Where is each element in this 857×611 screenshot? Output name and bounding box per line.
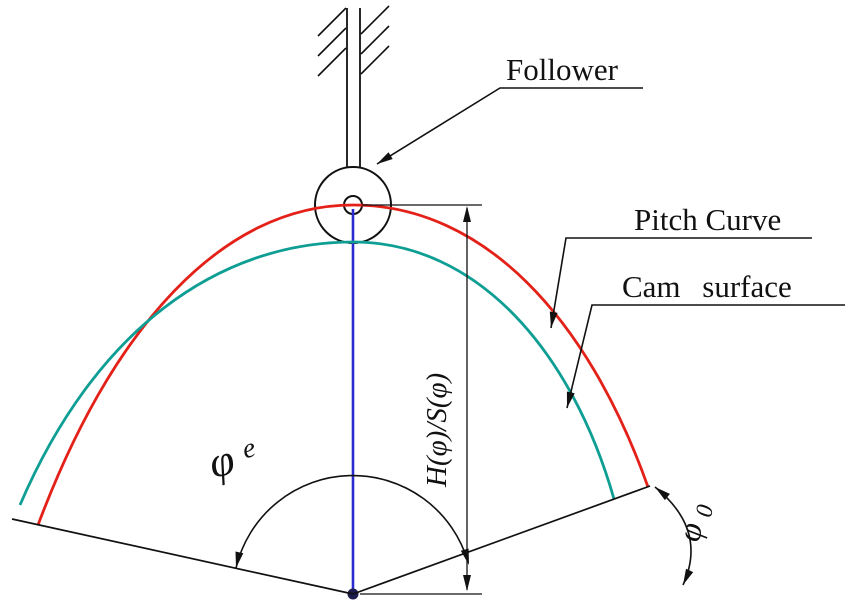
phi-e-arc-arrow-left-icon <box>235 551 244 568</box>
phi-e-subscript: e <box>239 432 258 465</box>
phi-zero-symbol: φ <box>672 520 711 545</box>
guide-hatching-icon <box>317 5 390 77</box>
phi-e-arc-arrow-right-icon <box>460 548 469 565</box>
phi-zero-label: φ 0 <box>672 500 720 546</box>
right-flank-line <box>352 485 651 595</box>
dimension-arrow-up-icon <box>463 206 471 222</box>
pitch-curve-leader-arrow-icon <box>549 311 558 328</box>
pitch-curve-leader-line <box>550 237 812 329</box>
phi-zero-subscript: 0 <box>691 503 719 520</box>
displacement-label: H(φ)/S(φ) <box>421 373 453 488</box>
phi-zero-arc-arrow-top-icon <box>655 487 670 501</box>
dimension-arrow-down-icon <box>463 575 471 591</box>
cam-surface-leader-arrow-icon <box>566 391 575 408</box>
follower-label: Follower <box>506 52 619 87</box>
follower-leader-arrow-icon <box>377 152 393 164</box>
follower-rod <box>346 8 361 168</box>
cam-surface-path <box>18 240 616 506</box>
pitch-curve-label: Pitch Curve <box>634 202 781 237</box>
pitch-curve-path <box>36 203 650 526</box>
phi-e-symbol: φ <box>204 435 239 488</box>
left-flank-line <box>11 518 354 595</box>
phi-zero-arc-arrow-bottom-icon <box>683 568 694 585</box>
phi-e-arc <box>235 474 469 569</box>
follower-leader-line <box>376 87 643 165</box>
cam-surface-label: Cam surface <box>622 269 792 304</box>
phi-e-label: φ e <box>204 429 262 487</box>
cam-surface-leader-line <box>566 304 845 409</box>
